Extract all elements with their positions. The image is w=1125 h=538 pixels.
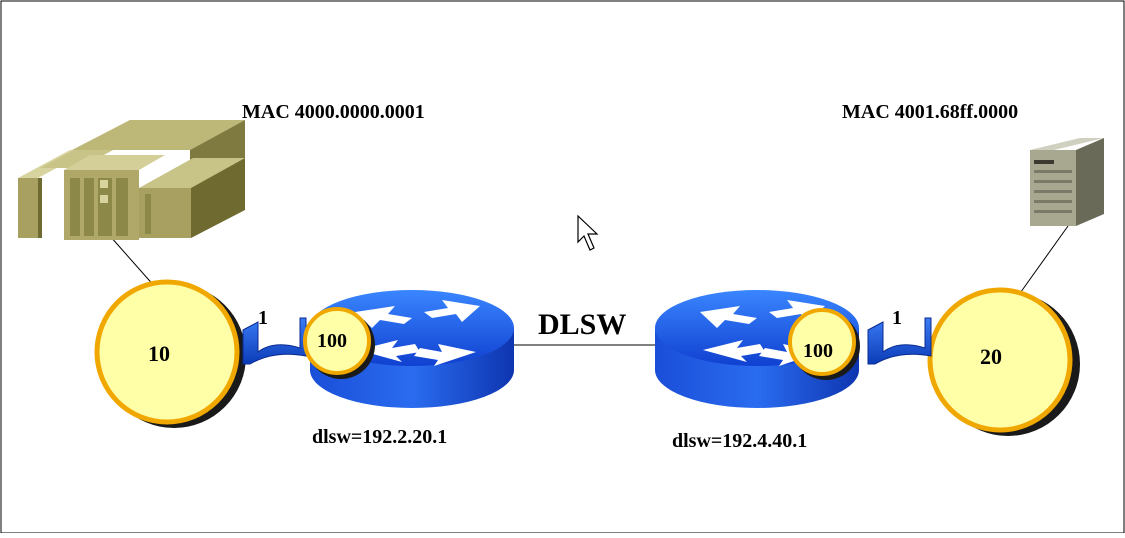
mac-address-right: MAC 4001.68ff.0000 xyxy=(842,101,1018,123)
virtual-ring-100-right: 100 xyxy=(788,308,860,380)
router-left-address: dlsw=192.2.20.1 xyxy=(312,426,447,448)
router-left-ring-label: 100 xyxy=(317,330,347,352)
bridge-right-label: 1 xyxy=(892,307,902,329)
token-ring-10: 10 xyxy=(94,279,246,428)
server-icon xyxy=(1030,138,1104,226)
router-right-address: dlsw=192.4.40.1 xyxy=(672,430,807,452)
mac-address-left: MAC 4000.0000.0001 xyxy=(242,101,425,123)
ring-10-label: 10 xyxy=(148,341,170,366)
token-ring-20: 20 xyxy=(927,287,1080,436)
virtual-ring-100-left: 100 xyxy=(303,307,375,379)
bridge-icon: 1 xyxy=(867,307,932,365)
bridge-icon: 1 xyxy=(242,307,307,365)
ring-20-label: 20 xyxy=(980,344,1002,369)
connection-lines xyxy=(109,225,1069,346)
router-right-ring-label: 100 xyxy=(803,340,833,362)
mouse-pointer-icon xyxy=(577,214,599,251)
dlsw-link-label: DLSW xyxy=(538,308,626,341)
bridge-left-label: 1 xyxy=(258,307,268,329)
mainframe-icon xyxy=(18,120,245,240)
